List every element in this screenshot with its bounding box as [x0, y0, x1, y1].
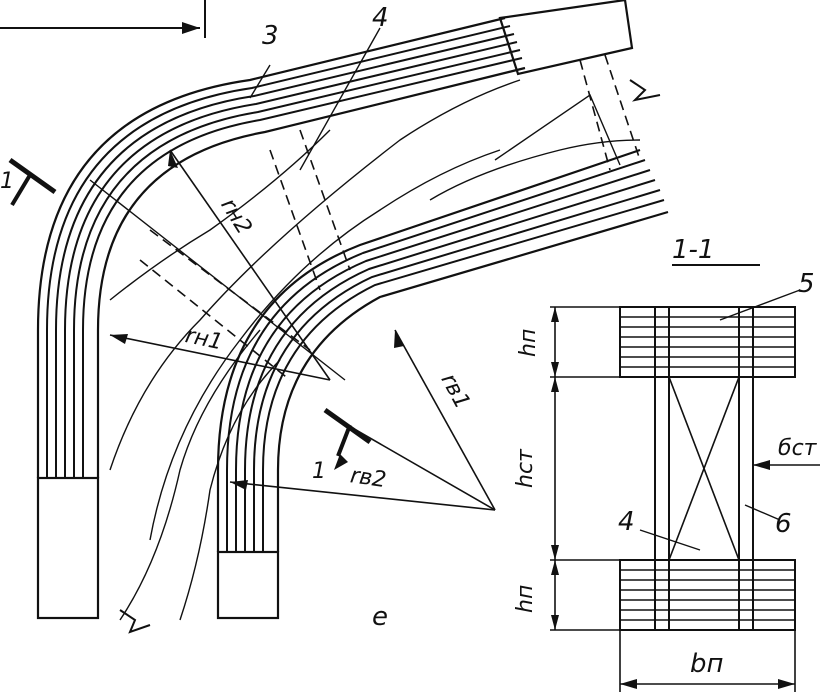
top-flange [619, 306, 796, 378]
section-title: 1-1 [672, 235, 714, 265]
outer-laminated-chord [36, 16, 526, 478]
inner-laminated-chord [216, 148, 669, 552]
h-p-top-label: hп [516, 329, 541, 357]
section-marker-right: 1 [312, 459, 326, 484]
part-5-label: 5 [798, 269, 815, 299]
r-n2-label: rн2 [215, 194, 256, 239]
section-cut-markers [8, 157, 372, 470]
cross-section [249, 27, 820, 692]
b-st-label: бст [778, 436, 818, 461]
part-3-label: 3 [262, 21, 279, 51]
r-v2-label: rв2 [349, 463, 388, 493]
part-4-top-label: 4 [372, 3, 389, 33]
bottom-flange [619, 559, 796, 631]
r-v1-label: rв1 [436, 370, 475, 414]
section-marker-left: 1 [0, 169, 14, 194]
dimension-lines [550, 306, 820, 692]
part-6-label: 6 [775, 509, 792, 539]
h-st-label: hст [513, 448, 538, 488]
web-plates [654, 306, 754, 631]
web-grain [109, 79, 641, 621]
break-marks [119, 79, 661, 634]
top-dimension-line [0, 0, 206, 38]
figure-letter: e [372, 602, 388, 632]
leader-lines [249, 27, 801, 551]
b-p-label: bп [690, 649, 724, 679]
end-blocks [36, 0, 634, 620]
h-p-bottom-label: hп [513, 585, 538, 613]
radius-lines [89, 149, 496, 511]
part-4-section-label: 4 [618, 507, 635, 537]
